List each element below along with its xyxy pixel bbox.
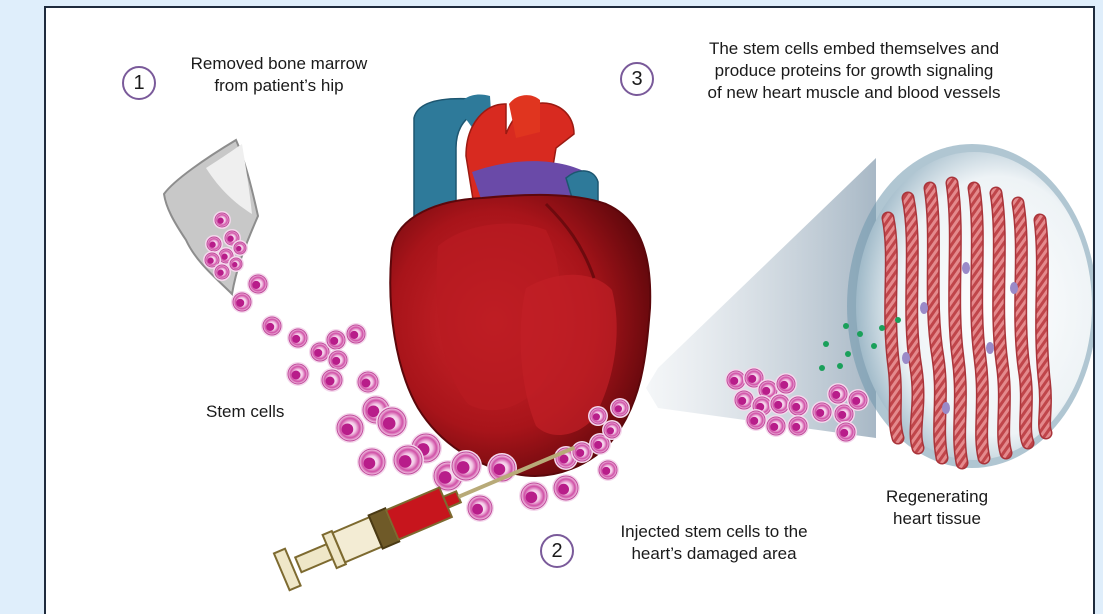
stem-cell [811, 401, 833, 423]
step-2-line-2: heart’s damaged area [594, 543, 834, 565]
stem-cell [356, 370, 380, 394]
step-3-line-2: produce proteins for growth signaling [664, 60, 1044, 82]
stem-cell [765, 415, 787, 437]
signal-dot [823, 341, 829, 347]
stem-cell [231, 291, 253, 313]
regenerating-tissue-label: Regenerating heart tissue [862, 486, 1012, 530]
regen-line-1: Regenerating [862, 486, 1012, 508]
stem-cell [286, 362, 310, 386]
stem-cell [287, 327, 309, 349]
stem-cell [602, 420, 622, 440]
fiber-nucleus [986, 342, 994, 354]
magnified-tissue-lens [847, 144, 1095, 468]
step-1-line-1: Removed bone marrow [174, 53, 384, 75]
signal-dot [895, 317, 901, 323]
figure-panel: 1 Removed bone marrow from patient’s hip… [44, 6, 1095, 614]
muscle-fiber [888, 218, 898, 438]
fiber-nucleus [1010, 282, 1018, 294]
stem-cell [787, 395, 809, 417]
stem-cell [261, 315, 283, 337]
signal-dot [879, 325, 885, 331]
stem-cell [787, 415, 809, 437]
stem-cell [228, 256, 244, 272]
stem-cell [392, 444, 424, 476]
step-3-label: The stem cells embed themselves and prod… [664, 38, 1044, 104]
stem-cell [325, 329, 347, 351]
step-3-badge: 3 [620, 62, 654, 96]
signal-dot [857, 331, 863, 337]
signal-dot [837, 363, 843, 369]
step-2-badge: 2 [540, 534, 574, 568]
stem-cell [320, 368, 344, 392]
step-1-badge: 1 [122, 66, 156, 100]
stem-cell [345, 323, 367, 345]
stem-cell [232, 240, 248, 256]
stem-cell [357, 447, 387, 477]
fiber-nucleus [942, 402, 950, 414]
muscle-fiber [1040, 220, 1046, 433]
stem-cell [450, 450, 482, 482]
stem-cell [745, 409, 767, 431]
stem-cell [835, 421, 857, 443]
step-3-line-3: of new heart muscle and blood vessels [664, 82, 1044, 104]
fiber-nucleus [962, 262, 970, 274]
stem-cells-label: Stem cells [206, 401, 284, 423]
step-1-line-2: from patient’s hip [174, 75, 384, 97]
stem-cell [335, 413, 365, 443]
stem-cell [247, 273, 269, 295]
regen-line-2: heart tissue [862, 508, 1012, 530]
muscle-fiber [952, 183, 962, 463]
stem-cell [847, 389, 869, 411]
signal-dot [871, 343, 877, 349]
step-2-label: Injected stem cells to the heart’s damag… [594, 521, 834, 565]
stem-cell [552, 474, 580, 502]
step-3-line-1: The stem cells embed themselves and [664, 38, 1044, 60]
hip-bone [164, 140, 258, 294]
signal-dot [845, 351, 851, 357]
stem-cell [775, 373, 797, 395]
step-2-line-1: Injected stem cells to the [594, 521, 834, 543]
fiber-nucleus [920, 302, 928, 314]
fiber-nucleus [902, 352, 910, 364]
signal-dot [843, 323, 849, 329]
stem-cell [827, 383, 849, 405]
stem-cell [327, 349, 349, 371]
stem-cell [466, 494, 494, 522]
signal-dot [819, 365, 825, 371]
stem-cell [519, 481, 549, 511]
muscle-fiber [974, 188, 984, 458]
step-1-label: Removed bone marrow from patient’s hip [174, 53, 384, 97]
stem-cell [213, 211, 231, 229]
stem-cell [610, 398, 630, 418]
stem-cell [597, 459, 619, 481]
stem-cell [376, 406, 408, 438]
